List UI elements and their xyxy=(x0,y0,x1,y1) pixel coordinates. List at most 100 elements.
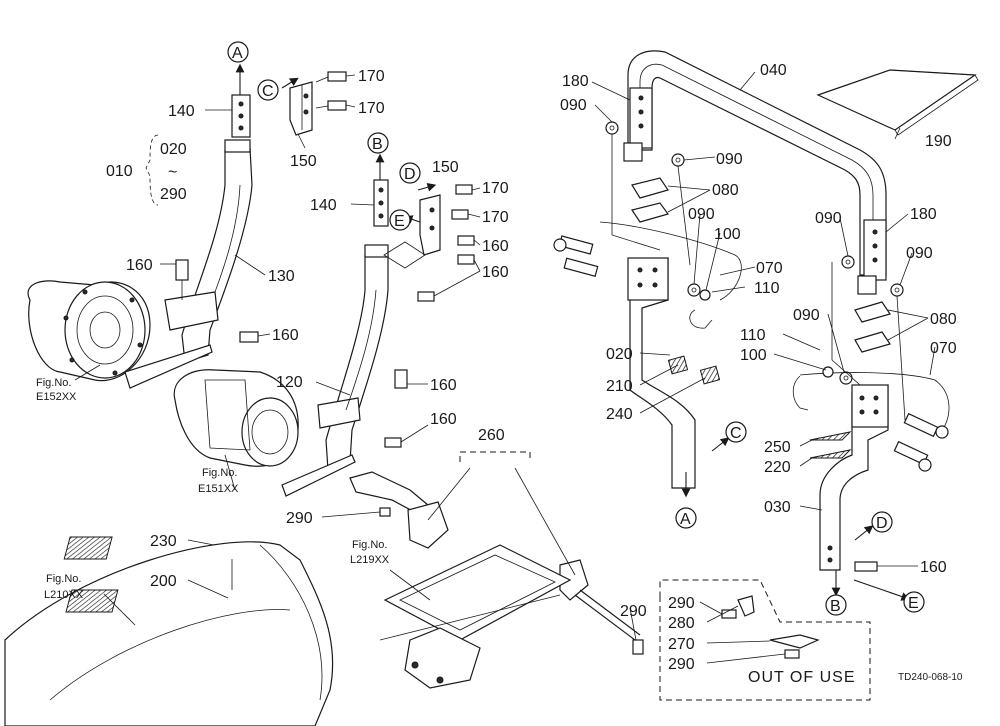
part-label-070: 070 xyxy=(756,260,783,277)
part-label-100: 100 xyxy=(740,347,767,364)
part-label-270: 270 xyxy=(668,636,695,653)
part-label-020: 020 xyxy=(606,346,633,363)
part-label-220: 220 xyxy=(764,459,791,476)
part-label-090: 090 xyxy=(815,210,842,227)
fig-ref-label: Fig.No. xyxy=(352,539,387,551)
bracket-plate-140a xyxy=(231,94,251,138)
rops-upper-frame-040 xyxy=(627,50,887,276)
fig-ref-code: E152XX xyxy=(36,391,77,403)
part-label-210: 210 xyxy=(606,378,633,395)
fig-ref-code: E151XX xyxy=(198,483,239,495)
leader-lines xyxy=(74,71,936,664)
part-label-240: 240 xyxy=(606,406,633,423)
part-label-170: 170 xyxy=(358,68,385,85)
fig-ref-code: L210XX xyxy=(44,589,84,601)
fig-ref-label: Fig.No. xyxy=(202,467,237,479)
part-label-290: 290 xyxy=(620,603,647,620)
bolts-170-160-mid xyxy=(384,184,475,448)
part-label-080: 080 xyxy=(712,182,739,199)
part-label-100: 100 xyxy=(714,226,741,243)
part-label-140: 140 xyxy=(168,103,195,120)
transmission-housing-e151 xyxy=(173,369,299,467)
part-label-160: 160 xyxy=(126,257,153,274)
part-label-180: 180 xyxy=(910,206,937,223)
bracket-plate-140b xyxy=(373,179,389,227)
part-label-290: 290 xyxy=(668,595,695,612)
out-of-use-label: OUT OF USE xyxy=(748,669,856,686)
bracket-150a xyxy=(289,81,313,136)
part-label-180: 180 xyxy=(562,73,589,90)
callout-arrows xyxy=(235,63,911,601)
part-label-150: 150 xyxy=(290,153,317,170)
callout-e-right: E xyxy=(908,595,919,612)
part-label-160: 160 xyxy=(482,264,509,281)
callout-b-top: B xyxy=(372,136,383,153)
part-label-170: 170 xyxy=(482,209,509,226)
part-label-120: 120 xyxy=(276,374,303,391)
part-label-010: 010 xyxy=(106,163,133,180)
part-label-090: 090 xyxy=(688,206,715,223)
decals-210-240 xyxy=(667,355,721,385)
part-label-110: 110 xyxy=(740,327,766,344)
part-label-160: 160 xyxy=(430,411,457,428)
manual-190 xyxy=(816,69,979,136)
seat-pan-l219 xyxy=(379,544,572,689)
bolt-160-left xyxy=(175,259,259,343)
callout-b-bottom: B xyxy=(830,598,841,615)
bracket-150b xyxy=(419,194,441,256)
fig-ref-code: L219XX xyxy=(350,554,390,566)
fig-ref-label: Fig.No. xyxy=(36,377,71,389)
part-label-090: 090 xyxy=(716,151,743,168)
plate-180b xyxy=(857,219,887,295)
part-label-090: 090 xyxy=(560,97,587,114)
seat-switch-parts-260 xyxy=(349,471,644,655)
fig-ref-label: Fig.No. xyxy=(46,573,81,585)
callout-d-left: D xyxy=(404,166,416,183)
decals-220-250 xyxy=(809,431,852,459)
decal-230 xyxy=(63,536,113,560)
rops-lower-post-020 xyxy=(627,257,696,489)
transmission-housing-e152 xyxy=(27,280,151,382)
washers-090 xyxy=(605,121,904,385)
part-label-290: 290 xyxy=(286,510,313,527)
part-label-280: 280 xyxy=(668,615,695,632)
rops-bracket-130 xyxy=(124,139,253,389)
part-label-090: 090 xyxy=(906,245,933,262)
leader-260 xyxy=(427,451,576,576)
part-label-170: 170 xyxy=(358,100,385,117)
part-label-030: 030 xyxy=(764,499,791,516)
callout-c-left: C xyxy=(262,83,274,100)
lock-pin-110-right xyxy=(792,366,834,411)
part-label-200: 200 xyxy=(150,573,177,590)
pin-assembly-070-right xyxy=(799,372,950,472)
part-label-160: 160 xyxy=(272,327,299,344)
part-label-160: 160 xyxy=(482,238,509,255)
tilde-range: ~ xyxy=(168,164,177,181)
brace-010 xyxy=(145,134,159,206)
callout-letters: A C B D E A C B D E xyxy=(232,45,919,615)
part-label-250: 250 xyxy=(764,439,791,456)
part-label-040: 040 xyxy=(760,62,787,79)
part-label-160: 160 xyxy=(430,377,457,394)
part-label-170: 170 xyxy=(482,180,509,197)
part-label-110: 110 xyxy=(754,280,780,297)
part-label-230: 230 xyxy=(150,533,177,550)
part-numbers: 140 170 170 150 010 020 ~ 290 160 130 16… xyxy=(106,62,957,673)
part-label-260: 260 xyxy=(478,427,505,444)
lock-pin-110-left xyxy=(689,289,713,329)
rops-lower-post-030 xyxy=(819,384,889,571)
part-label-290: 290 xyxy=(668,656,695,673)
callout-c-right: C xyxy=(730,425,742,442)
part-label-090: 090 xyxy=(793,307,820,324)
bolts-170a xyxy=(315,71,347,111)
callout-d-right: D xyxy=(876,515,888,532)
part-label-080: 080 xyxy=(930,311,957,328)
figure-references: Fig.No. E152XX Fig.No. E151XX Fig.No. L2… xyxy=(36,377,390,601)
part-label-290: 290 xyxy=(160,186,187,203)
bolt-160-right xyxy=(854,561,878,572)
callout-a-top: A xyxy=(232,45,243,62)
parallelogram-guides xyxy=(383,241,426,269)
callout-a-bottom: A xyxy=(680,511,691,528)
cover-l210 xyxy=(4,541,334,726)
